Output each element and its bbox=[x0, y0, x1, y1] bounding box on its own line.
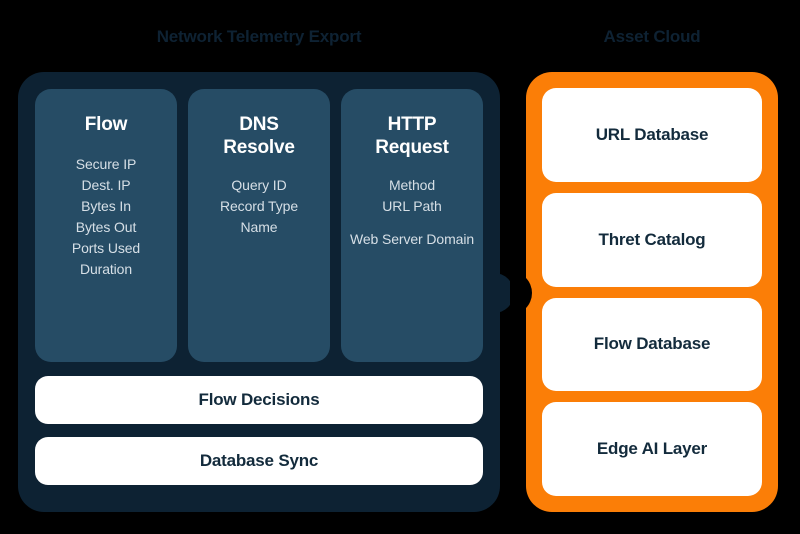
telemetry-field-dest-ip: Dest. IP bbox=[81, 177, 131, 193]
asset-card-flow-database[interactable]: Flow Database bbox=[542, 297, 762, 392]
telemetry-card-flow-title: Flow bbox=[84, 114, 128, 135]
asset-cloud-panel: URL Database Thret Catalog Flow Database… bbox=[526, 72, 778, 512]
telemetry-card-http-request[interactable]: HTTP Request Method URL Path Web Server … bbox=[341, 89, 483, 362]
asset-card-edge-ai-layer[interactable]: Edge AI Layer bbox=[542, 402, 762, 496]
asset-cloud-connector-notch bbox=[510, 271, 532, 315]
telemetry-card-dns-resolve-title: DNS Resolve bbox=[196, 113, 322, 159]
telemetry-field-query-id: Query ID bbox=[231, 177, 287, 193]
telemetry-field-bytes-out: Bytes Out bbox=[75, 219, 137, 235]
telemetry-card-http-request-title: HTTP Request bbox=[349, 113, 475, 159]
left-panel-title: Network Telemetry Export bbox=[156, 27, 362, 46]
telemetry-field-method: Method bbox=[388, 177, 436, 193]
telemetry-field-record-type: Record Type bbox=[219, 198, 299, 214]
telemetry-card-http-request-title-line-1: HTTP bbox=[387, 114, 437, 135]
telemetry-field-card-group: Flow Secure IP Dest. IP Bytes In Bytes O… bbox=[35, 89, 483, 362]
right-panel-title: Asset Cloud bbox=[603, 27, 701, 46]
telemetry-card-dns-resolve[interactable]: DNS Resolve Query ID Record Type Name bbox=[188, 89, 330, 362]
telemetry-field-bytes-in: Bytes In bbox=[81, 198, 131, 214]
database-sync-bar[interactable]: Database Sync bbox=[35, 437, 483, 485]
telemetry-card-dns-resolve-title-line-1: DNS bbox=[239, 114, 279, 135]
telemetry-field-web-server-domain: Web Server Domain bbox=[349, 231, 475, 247]
asset-card-thret-catalog[interactable]: Thret Catalog bbox=[542, 192, 762, 287]
telemetry-card-dns-resolve-title-line-2: Resolve bbox=[223, 137, 295, 158]
telemetry-field-name: Name bbox=[240, 219, 278, 235]
telemetry-card-flow[interactable]: Flow Secure IP Dest. IP Bytes In Bytes O… bbox=[35, 89, 177, 362]
flow-decisions-bar[interactable]: Flow Decisions bbox=[35, 376, 483, 424]
telemetry-card-http-request-title-line-2: Request bbox=[375, 137, 449, 158]
telemetry-field-url-path: URL Path bbox=[382, 198, 442, 214]
asset-card-url-database[interactable]: URL Database bbox=[542, 88, 762, 182]
telemetry-field-secure-ip: Secure IP bbox=[75, 156, 137, 172]
telemetry-field-ports-used: Ports Used bbox=[71, 240, 141, 256]
telemetry-field-duration: Duration bbox=[79, 261, 133, 277]
